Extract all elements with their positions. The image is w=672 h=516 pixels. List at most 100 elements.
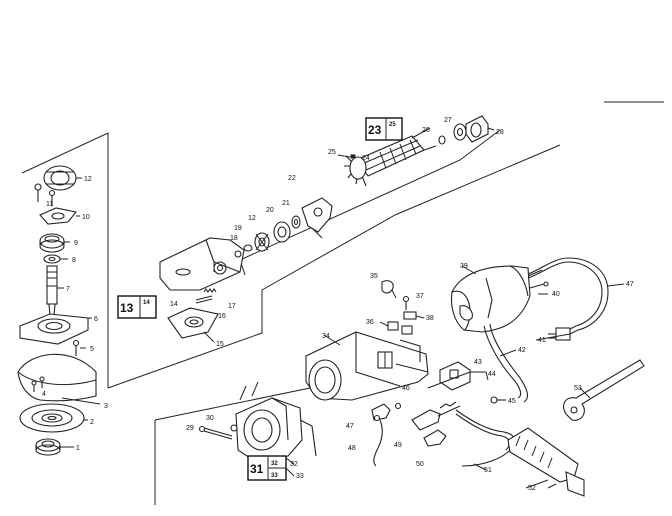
box-31-main: 31 (250, 462, 264, 476)
label-43: 43 (474, 359, 482, 366)
part-51-wire (455, 409, 516, 467)
label-7: 7 (66, 286, 70, 293)
part-36-brush-holder (379, 321, 413, 335)
label-14: 14 (170, 301, 178, 308)
label-2: 2 (90, 419, 94, 426)
label-39: 39 (460, 263, 468, 270)
label-8: 8 (72, 257, 76, 264)
label-12: 12 (84, 176, 92, 183)
label-12b: 12 (248, 215, 256, 222)
part-19-washer (243, 244, 253, 252)
label-28: 28 (496, 129, 504, 136)
part-45-screw (490, 396, 506, 404)
label-21: 21 (282, 200, 290, 207)
label-1: 1 (76, 445, 80, 452)
box-13-14: 13 14 (117, 295, 157, 319)
label-32: 32 (290, 461, 298, 468)
label-24: 24 (362, 155, 370, 162)
label-49: 49 (394, 442, 402, 449)
part-28-bearing-cap (465, 115, 495, 143)
label-45: 45 (508, 398, 516, 405)
label-36: 36 (366, 319, 374, 326)
part-27-bearing (453, 123, 467, 141)
part-44-switch-lever (427, 371, 489, 389)
part-3-wheel-guard (17, 353, 101, 405)
part-field-assembly (235, 381, 317, 463)
part-21-ring (291, 215, 301, 229)
part-12-gear (43, 165, 82, 191)
leader-lines (62, 154, 625, 489)
part-53-spanner-wrench (563, 359, 645, 421)
label-52: 52 (528, 485, 536, 492)
section-outlines (21, 129, 561, 505)
label-10: 10 (82, 214, 90, 221)
part-49-brush-spring (411, 401, 461, 431)
part-20-bearing (273, 221, 291, 243)
label-50: 50 (416, 461, 424, 468)
part-41-cord (527, 257, 609, 341)
label-44: 44 (488, 371, 496, 378)
label-35: 35 (370, 273, 378, 280)
label-53: 53 (574, 385, 582, 392)
label-22: 22 (288, 175, 296, 182)
part-4-screws (31, 376, 45, 392)
part-40-screw (529, 281, 549, 289)
label-19: 19 (234, 225, 242, 232)
label-18: 18 (230, 235, 238, 242)
part-17-spring (203, 288, 217, 293)
label-37: 37 (416, 293, 424, 300)
part-52-side-handle (507, 427, 585, 497)
part-10-plate (39, 207, 80, 225)
part-50-clip (423, 429, 447, 447)
label-27: 27 (444, 117, 452, 124)
label-26: 26 (422, 127, 430, 134)
label-46: 46 (402, 385, 410, 392)
part-37-screw (402, 295, 410, 310)
part-14-gear-case (159, 237, 245, 291)
part-16-pin (195, 295, 213, 304)
label-30: 30 (206, 415, 214, 422)
label-4: 4 (42, 391, 46, 398)
part-34-field-housing (305, 331, 429, 401)
part-43-switch (439, 361, 471, 391)
label-5: 5 (90, 346, 94, 353)
label-16: 16 (218, 313, 226, 320)
box-13-main: 13 (120, 301, 134, 315)
label-11: 11 (46, 201, 53, 208)
label-42: 42 (518, 347, 526, 354)
box-23-sub: 25 (389, 122, 396, 128)
label-51: 51 (484, 467, 492, 474)
label-6: 6 (94, 316, 98, 323)
part-25-key (350, 154, 356, 159)
part-18-ring (234, 250, 242, 258)
part-15-plate (167, 307, 219, 343)
part-22-baffle (301, 197, 333, 239)
label-38: 38 (426, 315, 434, 322)
part-29-screw (198, 425, 233, 440)
box-31-32-33: 31 32 33 (247, 455, 287, 481)
part-5-screw (72, 339, 86, 356)
label-47b: 47 (626, 281, 634, 288)
part-11-screws (34, 183, 56, 206)
part-38-brush (403, 311, 425, 320)
box-31-sub-top: 32 (271, 461, 278, 467)
label-25: 25 (328, 149, 336, 156)
label-20: 20 (266, 207, 274, 214)
part-46-rivet (394, 402, 402, 410)
label-9: 9 (74, 240, 78, 247)
part-30-washer (230, 424, 238, 432)
part-24-armature (344, 127, 437, 187)
part-48-wire-lead (373, 414, 383, 467)
box-23-main: 23 (368, 123, 382, 137)
label-40: 40 (552, 291, 560, 298)
part-39-handle-housing (450, 265, 543, 333)
box-13-sub: 14 (143, 300, 150, 306)
label-33: 33 (296, 473, 304, 480)
label-15: 15 (216, 341, 224, 348)
part-2-grinding-wheel (19, 403, 88, 433)
label-47: 47 (346, 423, 354, 430)
part-6-gear-housing (19, 313, 92, 345)
part-9-bearing (39, 233, 70, 253)
label-48: 48 (348, 445, 356, 452)
